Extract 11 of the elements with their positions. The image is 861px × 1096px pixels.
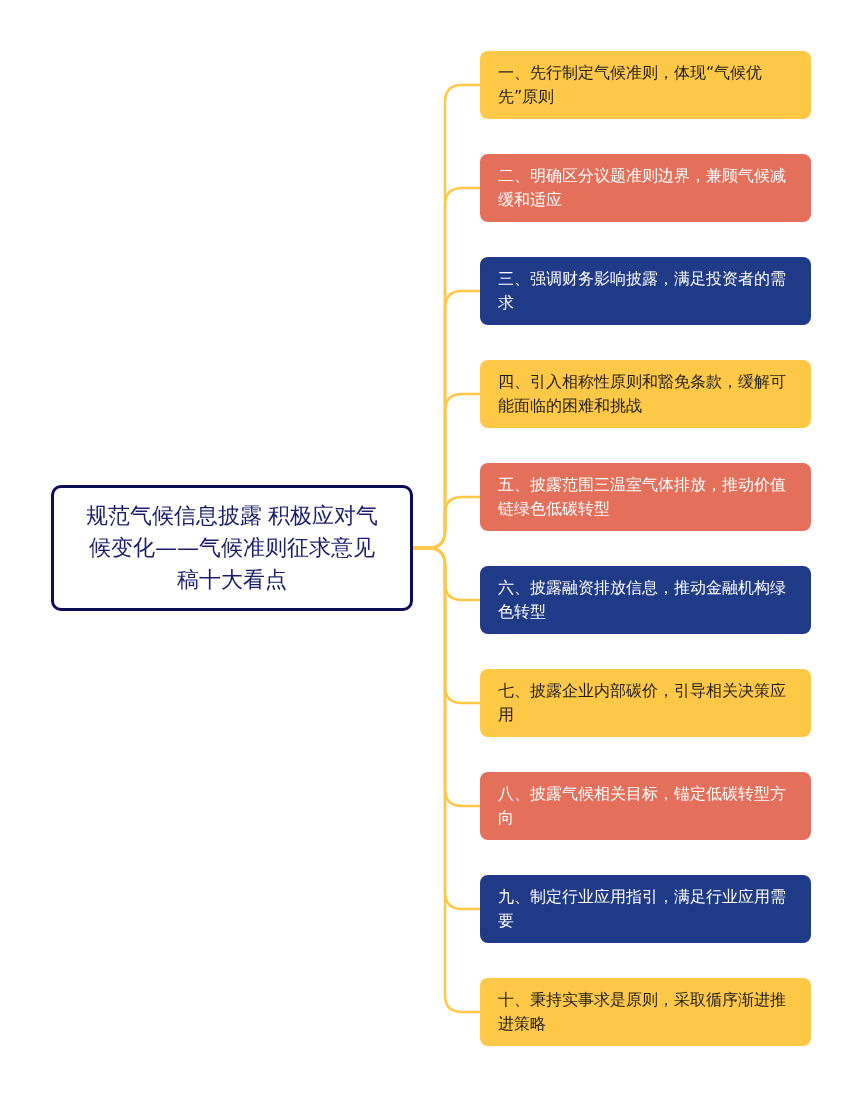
topic-box: 八、披露气候相关目标，锚定低碳转型方向: [480, 772, 811, 840]
topic-box: 二、明确区分议题准则边界，兼顾气候减缓和适应: [480, 154, 811, 222]
central-topic-box: 规范气候信息披露 积极应对气候变化——气候准则征求意见稿十大看点: [51, 485, 413, 611]
topic-box: 五、披露范围三温室气体排放，推动价值链绿色低碳转型: [480, 463, 811, 531]
topic-box: 六、披露融资排放信息，推动金融机构绿色转型: [480, 566, 811, 634]
topic-box: 七、披露企业内部碳价，引导相关决策应用: [480, 669, 811, 737]
topic-box: 一、先行制定气候准则，体现“气候优先”原则: [480, 51, 811, 119]
topic-box: 十、秉持实事求是原则，采取循序渐进推进策略: [480, 978, 811, 1046]
topic-box: 九、制定行业应用指引，满足行业应用需要: [480, 875, 811, 943]
topic-box: 三、强调财务影响披露，满足投资者的需求: [480, 257, 811, 325]
topic-box: 四、引入相称性原则和豁免条款，缓解可能面临的困难和挑战: [480, 360, 811, 428]
